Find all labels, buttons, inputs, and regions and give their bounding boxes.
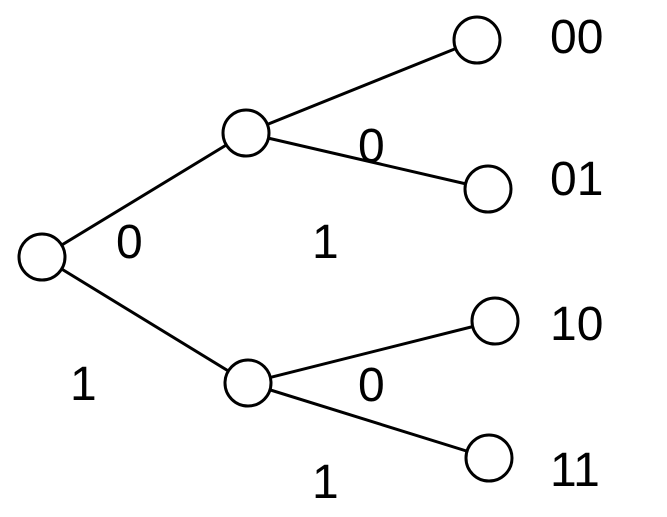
edge-0-to-01 (245, 131, 489, 191)
leaf-node-01 (463, 164, 513, 214)
edge-label-root-to-1: 1 (70, 358, 97, 411)
leaf-node-10 (470, 296, 520, 346)
edge-1-to-11 (247, 381, 490, 460)
edge-0-to-00 (245, 38, 478, 135)
edge-root-to-0 (41, 131, 247, 259)
root-node (17, 232, 67, 282)
node-1 (223, 358, 273, 408)
edge-label-root-to-0: 0 (116, 216, 143, 269)
leaf-node-11 (464, 433, 514, 483)
leaf-node-00 (452, 15, 502, 65)
leaf-label-00: 00 (550, 11, 603, 64)
edge-label-0-to-00: 0 (358, 120, 385, 173)
node-0 (221, 108, 271, 158)
leaf-label-10: 10 (550, 298, 603, 351)
edge-label-1-to-11: 1 (312, 456, 339, 509)
leaf-label-11: 11 (550, 444, 600, 497)
edge-root-to-1 (41, 255, 249, 385)
edge-label-1-to-10: 0 (358, 359, 385, 412)
leaf-label-01: 01 (550, 153, 603, 206)
edge-1-to-10 (247, 319, 496, 385)
edge-label-0-to-01: 1 (312, 216, 339, 269)
